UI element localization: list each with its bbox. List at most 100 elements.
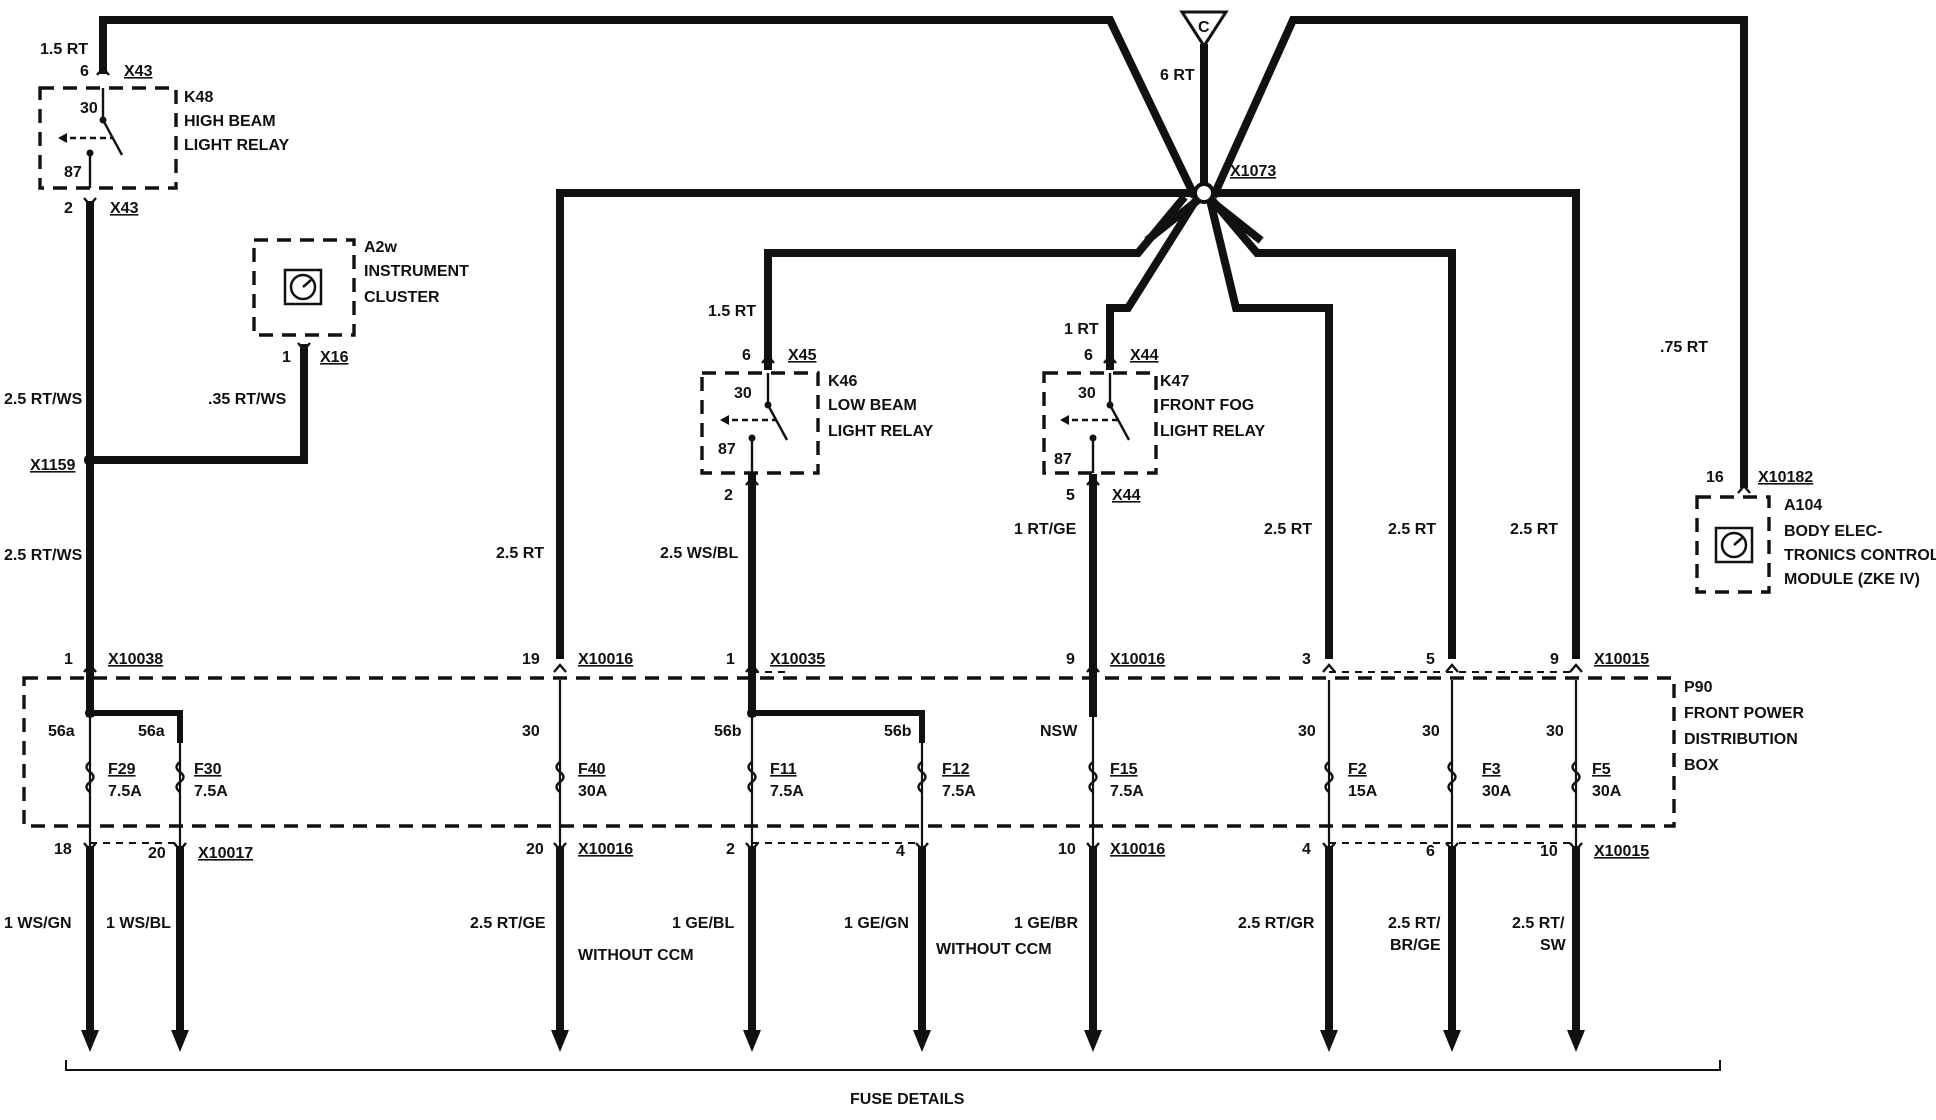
bot-conn-9-name: X10015	[1594, 843, 1649, 860]
conn-mark-x16	[297, 342, 311, 352]
out-4-wire: 1 GE/BL	[672, 915, 734, 932]
a2w-cluster-box	[252, 238, 356, 337]
f40-in-wire: 2.5 RT	[496, 545, 544, 562]
fuse-f11-name: F11	[770, 761, 797, 778]
out-1-wire: 1 WS/GN	[4, 915, 72, 932]
gauge-icon	[283, 268, 323, 306]
zke-pin: 16	[1706, 469, 1724, 486]
p90-name: P90	[1684, 679, 1713, 696]
out-2-wire: 1 WS/BL	[106, 915, 171, 932]
c-source-triangle	[1179, 10, 1229, 49]
fuse-f11-term: 56b	[714, 723, 742, 740]
arrow-out-2	[171, 1030, 189, 1052]
top-conn-7-pin: 9	[1550, 651, 1559, 668]
zke-name: A104	[1784, 497, 1822, 514]
connector-marks	[83, 66, 1751, 852]
k48-bot-pin: 2	[64, 200, 73, 217]
conn-mark-k46-bot	[745, 476, 759, 486]
arrow-out-9	[1567, 1030, 1585, 1052]
top-conn-1-name: X10038	[108, 651, 163, 668]
k46-relay-box	[700, 371, 820, 475]
conn-mark-x44-top	[1103, 354, 1117, 364]
fuse-details-bracket	[65, 1060, 1721, 1071]
top-conn-3-pin: 1	[726, 651, 735, 668]
conn-mark-x44-bot	[1086, 476, 1100, 486]
conn-mark-x45	[761, 354, 775, 364]
k46-name: K46	[828, 373, 857, 390]
arrow-out-6	[1084, 1030, 1102, 1052]
conn-mark-top-6	[1445, 663, 1459, 673]
k47-line-2: LIGHT RELAY	[1160, 423, 1266, 440]
k48-top-pin: 6	[80, 63, 89, 80]
top-conn-4-pin: 9	[1066, 651, 1075, 668]
fuse-f3-name: F3	[1482, 761, 1501, 778]
bot-conn-2-name: X10017	[198, 845, 253, 862]
fuse-f2-name: F2	[1348, 761, 1367, 778]
bot-conn-9-pin: 10	[1540, 843, 1558, 860]
fuse-symbol-f11	[747, 761, 757, 793]
output-arrows	[81, 1030, 1585, 1052]
top-conn-7-name: X10015	[1594, 651, 1649, 668]
fuse-symbol-f5	[1571, 761, 1581, 793]
fuse-f12-amps: 7.5A	[942, 783, 976, 800]
k46-pin-30: 30	[734, 385, 752, 402]
a2w-line-2: CLUSTER	[364, 289, 440, 306]
k46-line-1: LOW BEAM	[828, 397, 917, 414]
k47-wire-top: 1 RT	[1064, 321, 1099, 338]
conn-mark-bot-5	[915, 842, 929, 852]
fuse-f30-term: 56a	[138, 723, 165, 740]
bot-conn-5-pin: 4	[896, 843, 905, 860]
p90-line-1: FRONT POWER	[1684, 705, 1804, 722]
a2w-line-1: INSTRUMENT	[364, 263, 469, 280]
top-conn-6-pin: 5	[1426, 651, 1435, 668]
k48-out-wire-a: 2.5 RT/WS	[4, 391, 83, 408]
fuse-f40-amps: 30A	[578, 783, 608, 800]
out-8-wire-1: 2.5 RT/	[1388, 915, 1441, 932]
splice-f29-dot	[85, 708, 95, 718]
k48-out-wire-b: 2.5 RT/WS	[4, 547, 83, 564]
arrow-out-3	[551, 1030, 569, 1052]
top-conn-4-name: X10016	[1110, 651, 1165, 668]
fuse-f5-term: 30	[1546, 723, 1564, 740]
top-conn-1-pin: 1	[64, 651, 73, 668]
fuse-symbol-f40	[555, 761, 565, 793]
k46-top-conn: X45	[788, 347, 817, 364]
conn-mark-x43-top	[96, 66, 110, 76]
fuse-f30-amps: 7.5A	[194, 783, 228, 800]
out-7-wire: 2.5 RT/GR	[1238, 915, 1315, 932]
bot-conn-2-pin: 20	[148, 845, 166, 862]
k47-switch-blade	[1108, 404, 1131, 441]
fuse-symbol-f15	[1088, 761, 1098, 793]
k47-name: K47	[1160, 373, 1189, 390]
conn-mark-x10182	[1737, 484, 1751, 494]
a2w-pin: 1	[282, 349, 291, 366]
wire-cluster	[86, 344, 308, 464]
out-5-note: WITHOUT CCM	[936, 941, 1052, 958]
bot-conn-6-pin: 10	[1058, 841, 1076, 858]
conn-mark-bot-4	[745, 842, 759, 852]
fuse-f15-amps: 7.5A	[1110, 783, 1144, 800]
bot-conn-4-pin: 2	[726, 841, 735, 858]
fuse-symbol-f2	[1324, 761, 1334, 793]
fuse-f40-term: 30	[522, 723, 540, 740]
k46-switch-blade	[766, 404, 789, 441]
wire-k46-feed	[764, 194, 1188, 370]
splice-x1073-label: X1073	[1230, 163, 1276, 180]
fuse-symbol-f3	[1447, 761, 1457, 793]
splice-x1159-label: X1159	[30, 457, 75, 474]
k47-pin-87: 87	[1054, 451, 1072, 468]
k48-top-conn: X43	[124, 63, 153, 80]
out-8-wire-2: BR/GE	[1390, 937, 1441, 954]
fuse-f12-name: F12	[942, 761, 970, 778]
bot-conn-6-name: X10016	[1110, 841, 1165, 858]
f3-in-wire: 2.5 RT	[1388, 521, 1436, 538]
k48-pin-30: 30	[80, 100, 98, 117]
conn-mark-top-5	[1322, 663, 1336, 673]
zke-line-2: TRONICS CONTROL	[1784, 547, 1936, 564]
k46-pin-87: 87	[718, 441, 736, 458]
fuse-symbols	[85, 761, 1581, 793]
conn-mark-top-1	[83, 663, 97, 673]
zke-conn: X10182	[1758, 469, 1813, 486]
conn-mark-bot-3	[553, 842, 567, 852]
